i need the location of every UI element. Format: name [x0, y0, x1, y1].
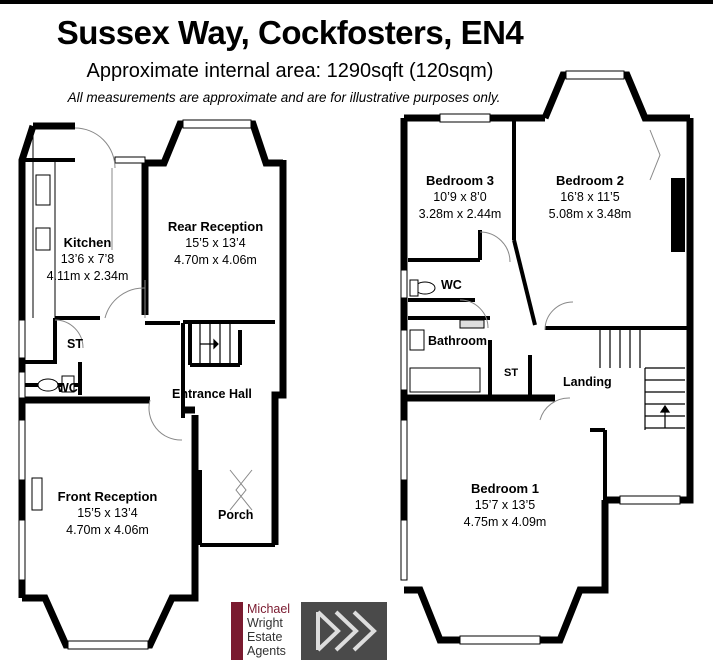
- kitchen-name: Kitchen: [63, 235, 112, 250]
- bedroom3-metric: 3.28m x 2.44m: [418, 207, 502, 221]
- rear-reception-metric: 4.70m x 4.06m: [174, 253, 257, 267]
- front-reception-label: Front Reception 15’5 x 13’4 4.70m x 4.06…: [40, 488, 175, 539]
- top-border: [0, 0, 713, 4]
- landing-label: Landing: [563, 375, 612, 389]
- rear-reception-label: Rear Reception 15’5 x 13’4 4.70m x 4.06m: [148, 218, 283, 269]
- bedroom2-label: Bedroom 2 16’8 x 11’5 5.08m x 3.48m: [530, 172, 650, 223]
- logo-line-4: Agents: [247, 644, 286, 658]
- bedroom1-name: Bedroom 1: [471, 481, 539, 496]
- logo-line-3: Estate: [247, 630, 283, 644]
- first-floor-stairs: [599, 330, 685, 430]
- front-reception-imperial: 15’5 x 13’4: [77, 506, 138, 520]
- first-floor-fixtures: [409, 279, 485, 393]
- area-subtitle: Approximate internal area: 1290sqft (120…: [86, 60, 494, 82]
- logo-chevron-icon: [316, 610, 377, 652]
- rear-reception-imperial: 15’5 x 13’4: [185, 236, 246, 250]
- bedroom2-name: Bedroom 2: [556, 173, 624, 188]
- first-wc-label: WC: [441, 278, 462, 292]
- logo-line-2: Wright: [247, 616, 283, 630]
- bedroom3-label: Bedroom 3 10’9 x 8’0 3.28m x 2.44m: [410, 172, 510, 223]
- first-floor-inner-walls: [408, 120, 690, 500]
- logo-maroon-bar: [231, 602, 243, 660]
- agent-logo: Michael Wright Estate Agents: [231, 602, 297, 660]
- ground-floor-windows: [18, 119, 252, 650]
- disclaimer-text: All measurements are approximate and are…: [67, 90, 501, 105]
- page-title: Sussex Way, Cockfosters, EN4: [56, 14, 524, 51]
- ground-store-label: ST: [67, 337, 83, 351]
- first-floor-walls: [400, 71, 694, 644]
- ground-floor-doors: [54, 127, 253, 511]
- ground-floor-stairs: [199, 322, 231, 365]
- front-reception-metric: 4.70m x 4.06m: [66, 523, 149, 537]
- logo-line-1: Michael: [247, 602, 291, 616]
- first-floor-windows: [400, 70, 681, 645]
- first-floor-doors: [459, 129, 661, 421]
- ground-floor-fixtures: [31, 174, 75, 511]
- bedroom1-metric: 4.75m x 4.09m: [463, 515, 547, 529]
- bedroom1-label: Bedroom 1 15’7 x 13’5 4.75m x 4.09m: [440, 480, 570, 531]
- rear-reception-name: Rear Reception: [167, 219, 264, 234]
- kitchen-imperial: 13’6 x 7’8: [60, 252, 115, 266]
- bedroom3-name: Bedroom 3: [426, 173, 494, 188]
- ground-wc-label: WC: [57, 381, 78, 395]
- bedroom3-imperial: 10’9 x 8’0: [433, 190, 487, 204]
- bathroom-label: Bathroom: [428, 334, 488, 348]
- bedroom1-imperial: 15’7 x 13’5: [474, 498, 536, 512]
- bedroom2-imperial: 16’8 x 11’5: [560, 190, 620, 204]
- kitchen-label: Kitchen 13’6 x 7’8 4.11m x 2.34m: [30, 234, 145, 285]
- first-store-label: ST: [504, 367, 519, 379]
- porch-label: Porch: [218, 508, 254, 522]
- front-reception-name: Front Reception: [57, 489, 158, 504]
- kitchen-metric: 4.11m x 2.34m: [46, 269, 129, 283]
- entrance-hall-label: Entrance Hall: [172, 387, 252, 401]
- bedroom2-metric: 5.08m x 3.48m: [548, 207, 632, 221]
